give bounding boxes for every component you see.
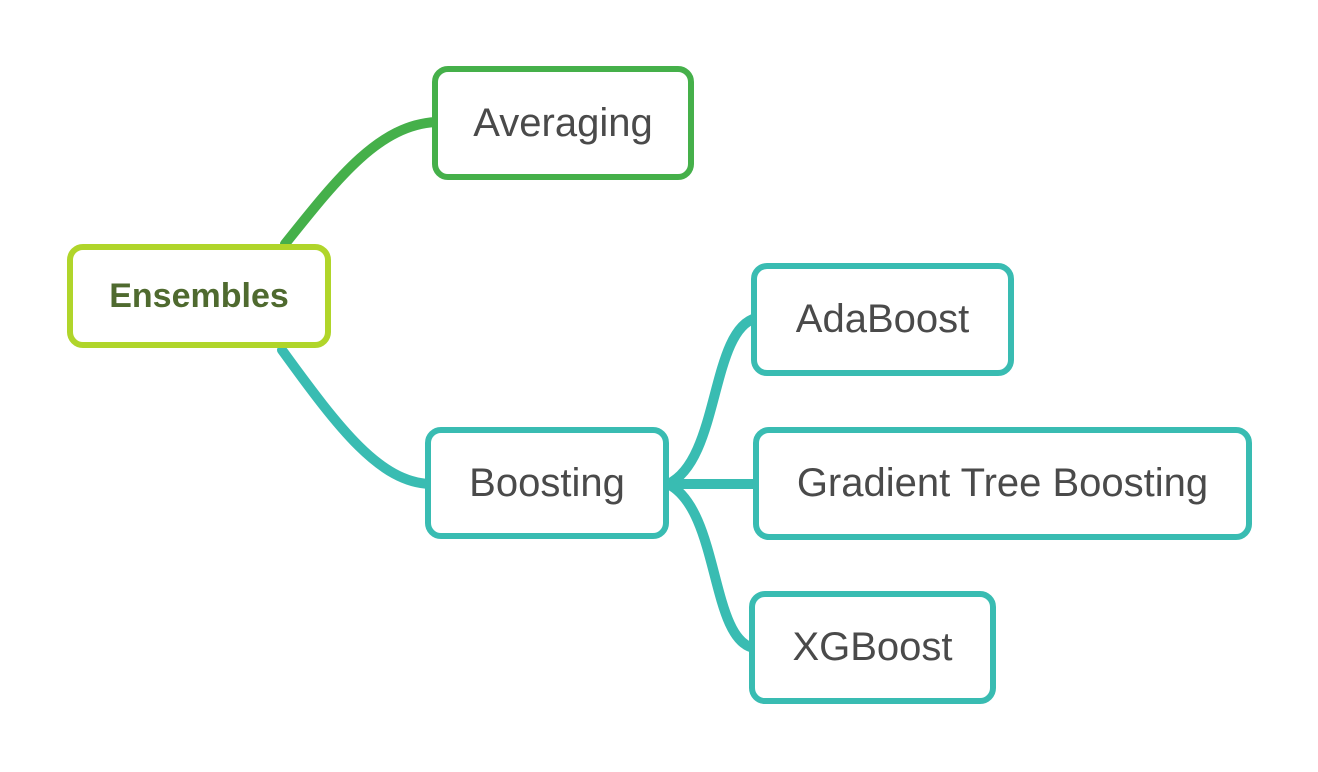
node-xgboost[interactable]: XGBoost bbox=[749, 591, 996, 704]
node-boosting-label: Boosting bbox=[469, 460, 625, 505]
node-adaboost-label: AdaBoost bbox=[795, 297, 970, 341]
node-xgboost-label: XGBoost bbox=[792, 625, 953, 669]
node-gradient-tree-boosting[interactable]: Gradient Tree Boosting bbox=[753, 427, 1252, 540]
connector-root-boosting bbox=[277, 345, 435, 489]
connector-boosting-xgboost bbox=[663, 479, 759, 653]
node-averaging-label: Averaging bbox=[473, 100, 653, 145]
root-node-label: Ensembles bbox=[109, 276, 289, 315]
node-averaging[interactable]: Averaging bbox=[432, 66, 694, 180]
node-adaboost[interactable]: AdaBoost bbox=[751, 263, 1014, 376]
root-node-ensembles[interactable]: Ensembles bbox=[67, 244, 331, 348]
connector-boosting-adaboost bbox=[663, 313, 761, 489]
node-gradient-tree-boosting-label: Gradient Tree Boosting bbox=[796, 461, 1209, 505]
connector-root-averaging bbox=[280, 117, 441, 249]
node-boosting[interactable]: Boosting bbox=[425, 427, 669, 539]
